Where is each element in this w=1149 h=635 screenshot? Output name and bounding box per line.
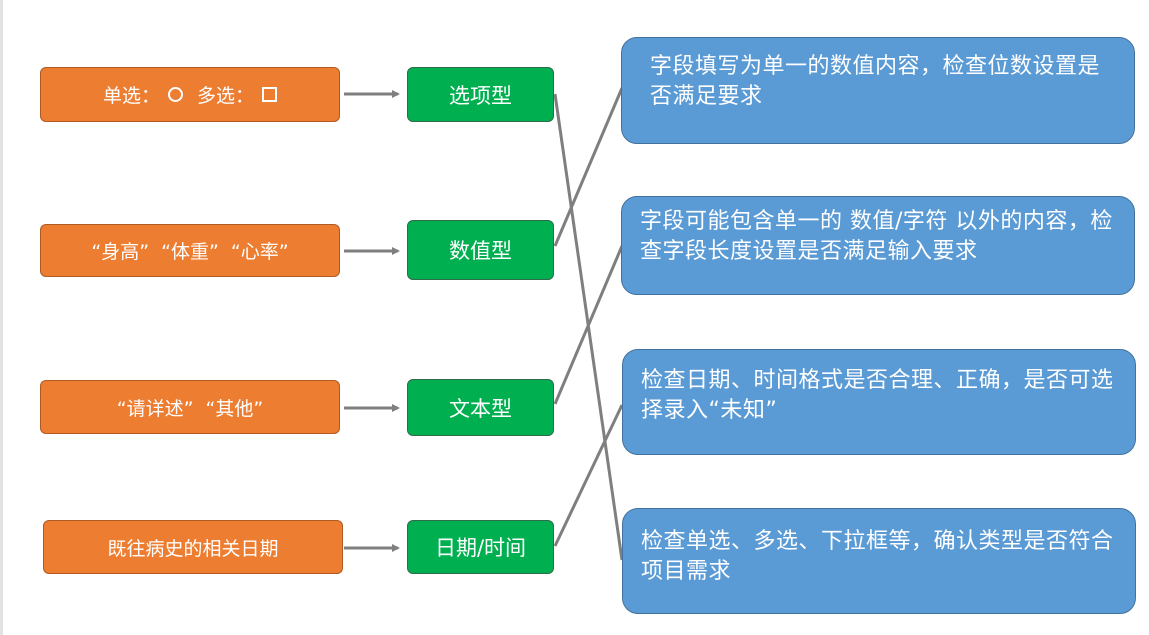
connector-text-to-check: [553, 245, 624, 405]
checkbox-square-icon: [262, 87, 278, 102]
check-text-box: 字段可能包含单一的 数值/字符 以外的内容，检查字段长度设置是否满足输入要求: [621, 196, 1135, 295]
type-numeric-label: 数值型: [449, 239, 512, 263]
type-option-label: 选项型: [449, 83, 512, 108]
check-date-text: 检查日期、时间格式是否合理、正确，是否可选择录入“未知”: [641, 368, 1114, 423]
example-numeric-text: “身高” “体重” “心率”: [91, 241, 289, 263]
example-numeric-box: “身高” “体重” “心率”: [40, 224, 340, 277]
check-option-text: 检查单选、多选、下拉框等，确认类型是否符合项目需求: [641, 529, 1114, 584]
example-text-text: “请详述” “其他”: [116, 397, 264, 420]
type-option-box: 选项型: [407, 67, 554, 122]
connector-date-to-check: [553, 404, 624, 547]
check-text-text: 字段可能包含单一的 数值/字符 以外的内容，检查字段长度设置是否满足输入要求: [640, 209, 1113, 264]
example-text-box: “请详述” “其他”: [40, 380, 340, 434]
single-choice-label: 单选：: [102, 85, 160, 107]
choice-examples: 单选： 多选：: [102, 81, 278, 108]
left-edge-rule: [0, 0, 3, 635]
type-text-label: 文本型: [449, 396, 512, 421]
example-date-box: 既往病史的相关日期: [43, 520, 343, 574]
example-choice-box: 单选： 多选：: [40, 67, 340, 122]
example-date-text: 既往病史的相关日期: [107, 537, 279, 560]
type-date-label: 日期/时间: [434, 536, 527, 560]
multi-choice-label: 多选：: [197, 85, 255, 107]
type-numeric-box: 数值型: [407, 220, 554, 280]
check-numeric-box: 字段填写为单一的数值内容，检查位数设置是否满足要求: [621, 37, 1135, 144]
check-numeric-text: 字段填写为单一的数值内容，检查位数设置是否满足要求: [650, 54, 1101, 109]
check-option-box: 检查单选、多选、下拉框等，确认类型是否符合项目需求: [622, 508, 1136, 614]
radio-circle-icon: [168, 87, 183, 102]
type-date-box: 日期/时间: [407, 520, 554, 574]
type-text-box: 文本型: [407, 379, 554, 436]
check-date-box: 检查日期、时间格式是否合理、正确，是否可选择录入“未知”: [622, 349, 1136, 455]
connector-numeric-to-check: [553, 87, 624, 247]
